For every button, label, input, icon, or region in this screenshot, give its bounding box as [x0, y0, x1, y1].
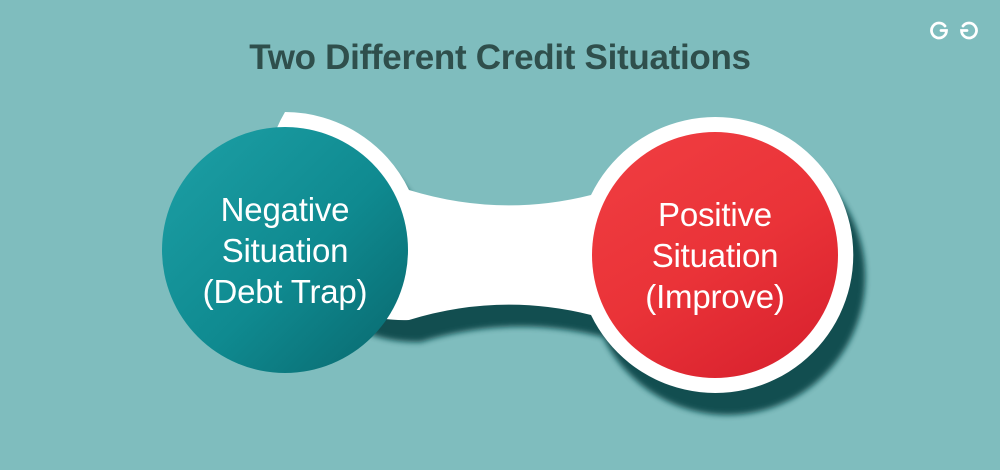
geeksforgeeks-logo[interactable]: [930, 14, 978, 44]
node-positive-circle[interactable]: [592, 132, 838, 378]
page-title: Two Different Credit Situations: [249, 38, 751, 77]
node-negative-circle[interactable]: [162, 127, 408, 373]
